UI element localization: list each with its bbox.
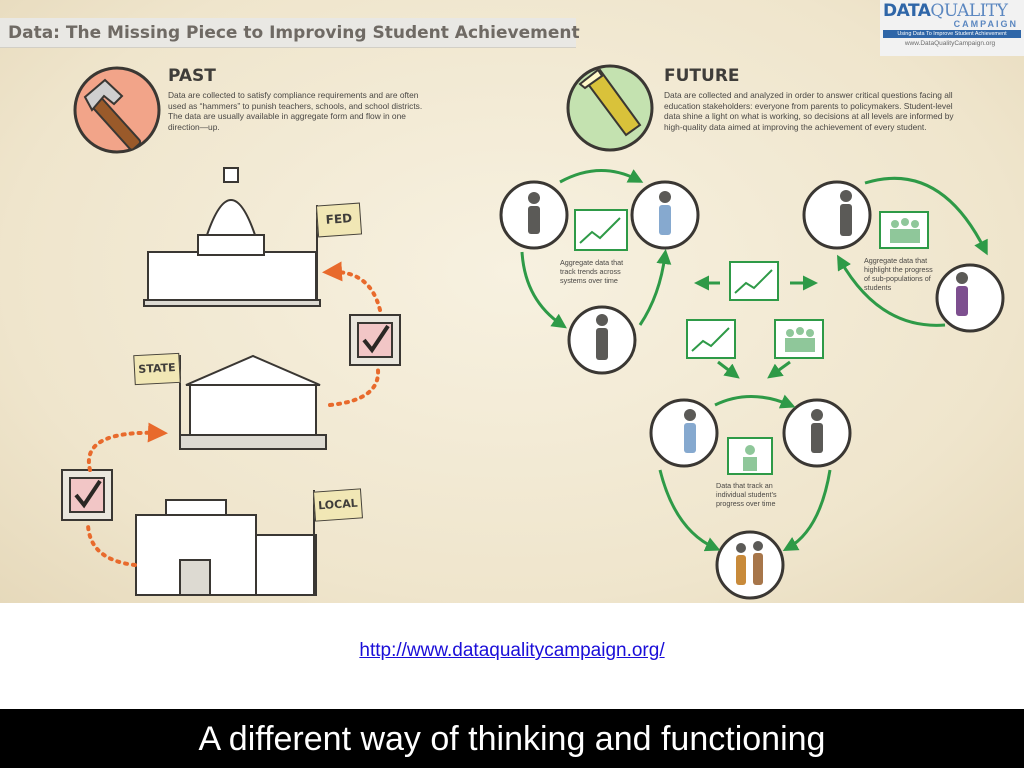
capitol-building [143,167,321,307]
flag-local: LOCAL [313,488,363,522]
caption-trends: Aggregate data that track trends across … [560,258,624,285]
future-description: Data are collected and analyzed in order… [664,90,954,132]
checkbox-icon [61,469,113,521]
local-school [135,499,317,596]
stakeholder-circles [499,180,1005,600]
green-flow-arrows [520,169,988,552]
past-heading: PAST [168,66,216,86]
infographic-title: Data: The Missing Piece to Improving Stu… [8,23,580,43]
logo-url: www.DataQualityCampaign.org [904,40,996,47]
checkbox-icon [349,314,401,366]
flashlight-icon [566,64,654,152]
logo-campaign: CAMPAIGN [953,19,1018,29]
hammer-icon [73,66,161,154]
state-building [179,354,327,450]
logo-wordmark: DATAQUALITY [883,1,1008,21]
campaign-logo: DATAQUALITY CAMPAIGN Using Data To Impro… [880,0,1024,56]
group-icon [743,218,920,471]
footer-caption-bar: A different way of thinking and function… [0,709,1024,768]
trend-chart-icon [579,217,773,352]
data-cards [574,209,929,475]
infographic: Data: The Missing Piece to Improving Stu… [0,0,1024,603]
infographic-title-bar: Data: The Missing Piece to Improving Stu… [0,18,580,48]
upward-flow-arrows [86,261,382,567]
past-description: Data are collected to satisfy compliance… [168,90,423,132]
footer-caption: A different way of thinking and function… [198,720,826,758]
flag-state: STATE [133,352,181,386]
caption-subpopulations: Aggregate data that highlight the progre… [864,256,933,292]
flag-fed: FED [315,202,363,238]
future-heading: FUTURE [664,66,740,86]
person-figures [528,190,968,585]
infographic-drawing [61,64,1005,600]
campaign-link[interactable]: http://www.dataqualitycampaign.org/ [359,640,665,661]
logo-tagline: Using Data To Improve Student Achievemen… [883,30,1021,38]
caption-individual: Data that track an individual student’s … [716,481,777,508]
